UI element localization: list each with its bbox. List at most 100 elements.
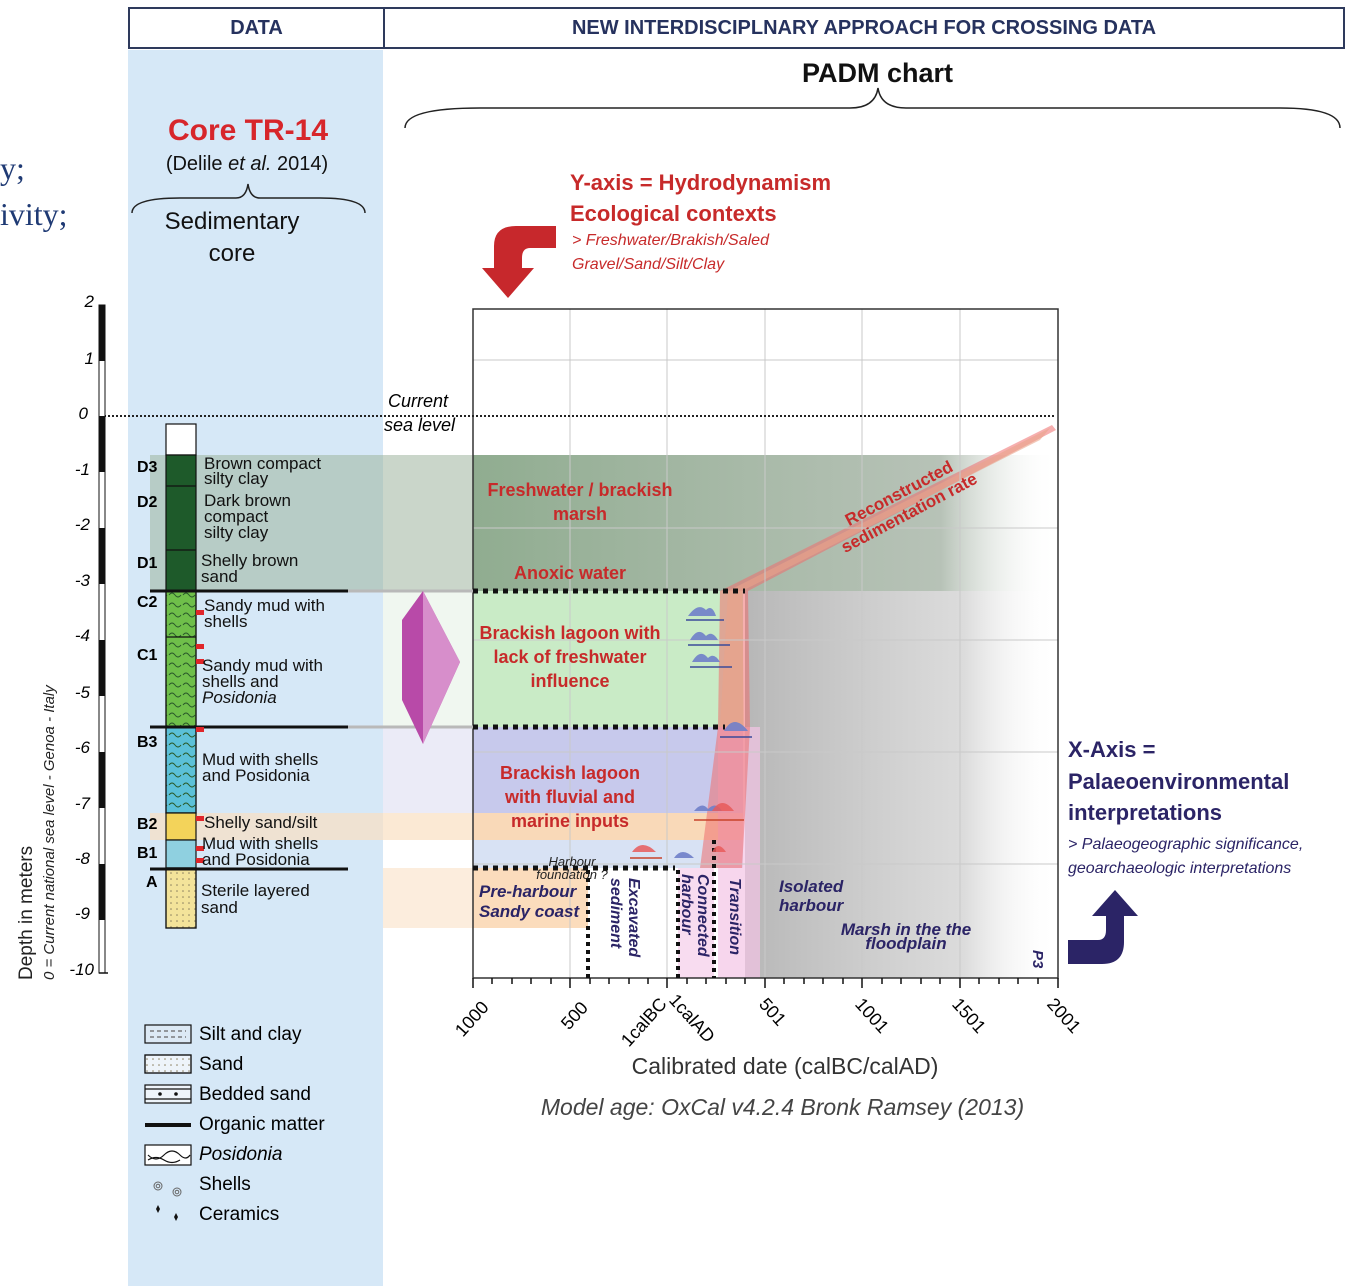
legend-bedded-sand: Bedded sand [199, 1084, 311, 1105]
phase-excavated-l1: Excavated [625, 878, 642, 958]
depth-axis-sublabel: 0 = Current national sea level - Genoa -… [41, 685, 58, 980]
unit-code-d2: D2 [137, 494, 158, 511]
unit-code-b3: B3 [137, 734, 158, 751]
depth-tick-m7: -7 [74, 794, 90, 813]
depth-tick-1: 1 [84, 349, 94, 368]
unit-desc-c2-l1: Sandy mud with [204, 596, 325, 615]
interp-marsh-l1: Freshwater / brackish [487, 480, 673, 500]
unit-desc-c1-l1: Sandy mud with [202, 656, 323, 675]
depth-tick-m10: -10 [69, 960, 94, 979]
depth-tick-m9: -9 [74, 904, 90, 923]
unit-code-c2: C2 [137, 594, 158, 611]
unit-desc-d2-l2: compact [204, 507, 269, 526]
y-axis-arrow [482, 226, 556, 298]
interp-lagoon2: Brackish lagoon with fluvial and marine in… [470, 761, 670, 833]
interp-lagoon1-l3: influence [530, 671, 610, 691]
band-b2 [150, 813, 475, 840]
phase-transition: Transition [726, 878, 743, 956]
unit-desc-b3-l1: Mud with shells [202, 750, 319, 769]
band-marsh [150, 455, 475, 591]
sea-level-label-1: Current [388, 391, 449, 411]
core-column [165, 423, 197, 929]
depth-tick-m1: -1 [74, 460, 90, 479]
ceramics-markers [196, 610, 204, 863]
model-age-note: Model age: OxCal v4.2.4 Bronk Ramsey (20… [540, 1094, 1025, 1120]
unit-desc-b2: Shelly sand/silt [204, 814, 317, 831]
y-axis-title-2: Ecological contexts [570, 201, 777, 226]
core-ref-etal: et al. [228, 153, 272, 175]
phase-harbour-foundation-l2: foundation ? [536, 867, 608, 882]
legend-posidonia: Posidonia [199, 1144, 283, 1165]
unit-code-b1: B1 [137, 845, 158, 862]
x-axis-title-2: Palaeoenvironmental [1068, 769, 1290, 794]
unit-desc-d2-l1: Dark brown [204, 491, 291, 510]
interp-marsh-l2: marsh [552, 504, 608, 524]
depth-tick-2: 2 [84, 292, 94, 311]
unit-code-a: A [146, 874, 158, 891]
shells-legend-icon [153, 1181, 182, 1197]
padm-brace [404, 87, 1341, 129]
legend-icons [144, 1024, 192, 1166]
core-ref-prefix: (Delile [165, 153, 229, 175]
legend-silt-clay: Silt and clay [199, 1024, 302, 1045]
interp-lagoon2-l2: with fluvial and [504, 787, 635, 807]
phase-isolated-l1: Isolated [779, 877, 844, 896]
y-axis-title-1: Y-axis = Hydrodynamism [570, 170, 832, 195]
data-header: DATA [128, 7, 385, 49]
y-axis-sub-1: > Freshwater/Brakish/Saled [572, 232, 769, 249]
depth-tick-m4: -4 [74, 626, 90, 645]
interp-marsh: Freshwater / brackish marsh [470, 478, 690, 526]
unit-desc-d1-l1: Shelly brown [201, 551, 299, 570]
legend-sand: Sand [199, 1054, 244, 1075]
band-a [383, 868, 475, 928]
depth-axis-label: Depth in meters [16, 845, 37, 980]
left-fragment-line2: ivity; [0, 196, 68, 232]
phase-isolated-l2: harbour [779, 896, 844, 915]
phase-marsh-floodplain-l2: floodplain [865, 934, 947, 953]
core-brace [131, 183, 366, 214]
core-title: Core TR-14 [167, 114, 329, 147]
unit-desc-d2-l3: silty clay [204, 523, 269, 542]
phase-verticals [586, 840, 716, 978]
x-axis-label: Calibrated date (calBC/calAD) [631, 1053, 939, 1079]
phase-excavated-l2: sediment [607, 878, 624, 949]
unit-code-c1: C1 [137, 647, 158, 664]
interp-lagoon1-l1: Brackish lagoon with [479, 623, 661, 643]
unit-code-d1: D1 [137, 555, 158, 572]
chart-pre-bg [473, 868, 588, 928]
x-axis-ticks [472, 978, 1059, 988]
legend-shells: Shells [199, 1174, 251, 1195]
phase-pre-harbour-l2: Sandy coast [479, 902, 580, 921]
depth-tick-m8: -8 [74, 849, 90, 868]
x-axis-sub-1: > Palaeogeographic significance, [1068, 836, 1304, 853]
phase-marsh-floodplain-l1: Marsh in the the [840, 920, 972, 939]
unit-desc-a-l2: sand [201, 898, 238, 917]
chart-b1-bg [473, 840, 743, 868]
interp-lagoon2-l1: Brackish lagoon [499, 763, 641, 783]
sea-level-label-2: sea level [384, 415, 456, 435]
depth-tick-m3: -3 [74, 571, 90, 590]
unit-desc-b1-l1: Mud with shells [202, 834, 319, 853]
chart-b2-bg [473, 813, 743, 840]
core-reference: (Delile et al. 2014) [128, 153, 366, 176]
padm-title: PADM chart [801, 58, 954, 88]
depth-tick-m6: -6 [74, 738, 90, 757]
unit-desc-c2-l2: shells [204, 612, 248, 631]
y-axis-sub-2: Gravel/Sand/Silt/Clay [572, 256, 725, 273]
ceramics-legend-icon [156, 1205, 178, 1221]
chart-grey-bg [745, 591, 1058, 978]
phase-p3: P3 [1029, 950, 1046, 969]
interp-lagoon2-l3: marine inputs [510, 811, 630, 831]
legend-ceramics: Ceramics [199, 1204, 280, 1225]
unit-desc-d3-l1: Brown compact [204, 454, 322, 473]
unit-desc-c1-l3: Posidonia [202, 688, 277, 707]
